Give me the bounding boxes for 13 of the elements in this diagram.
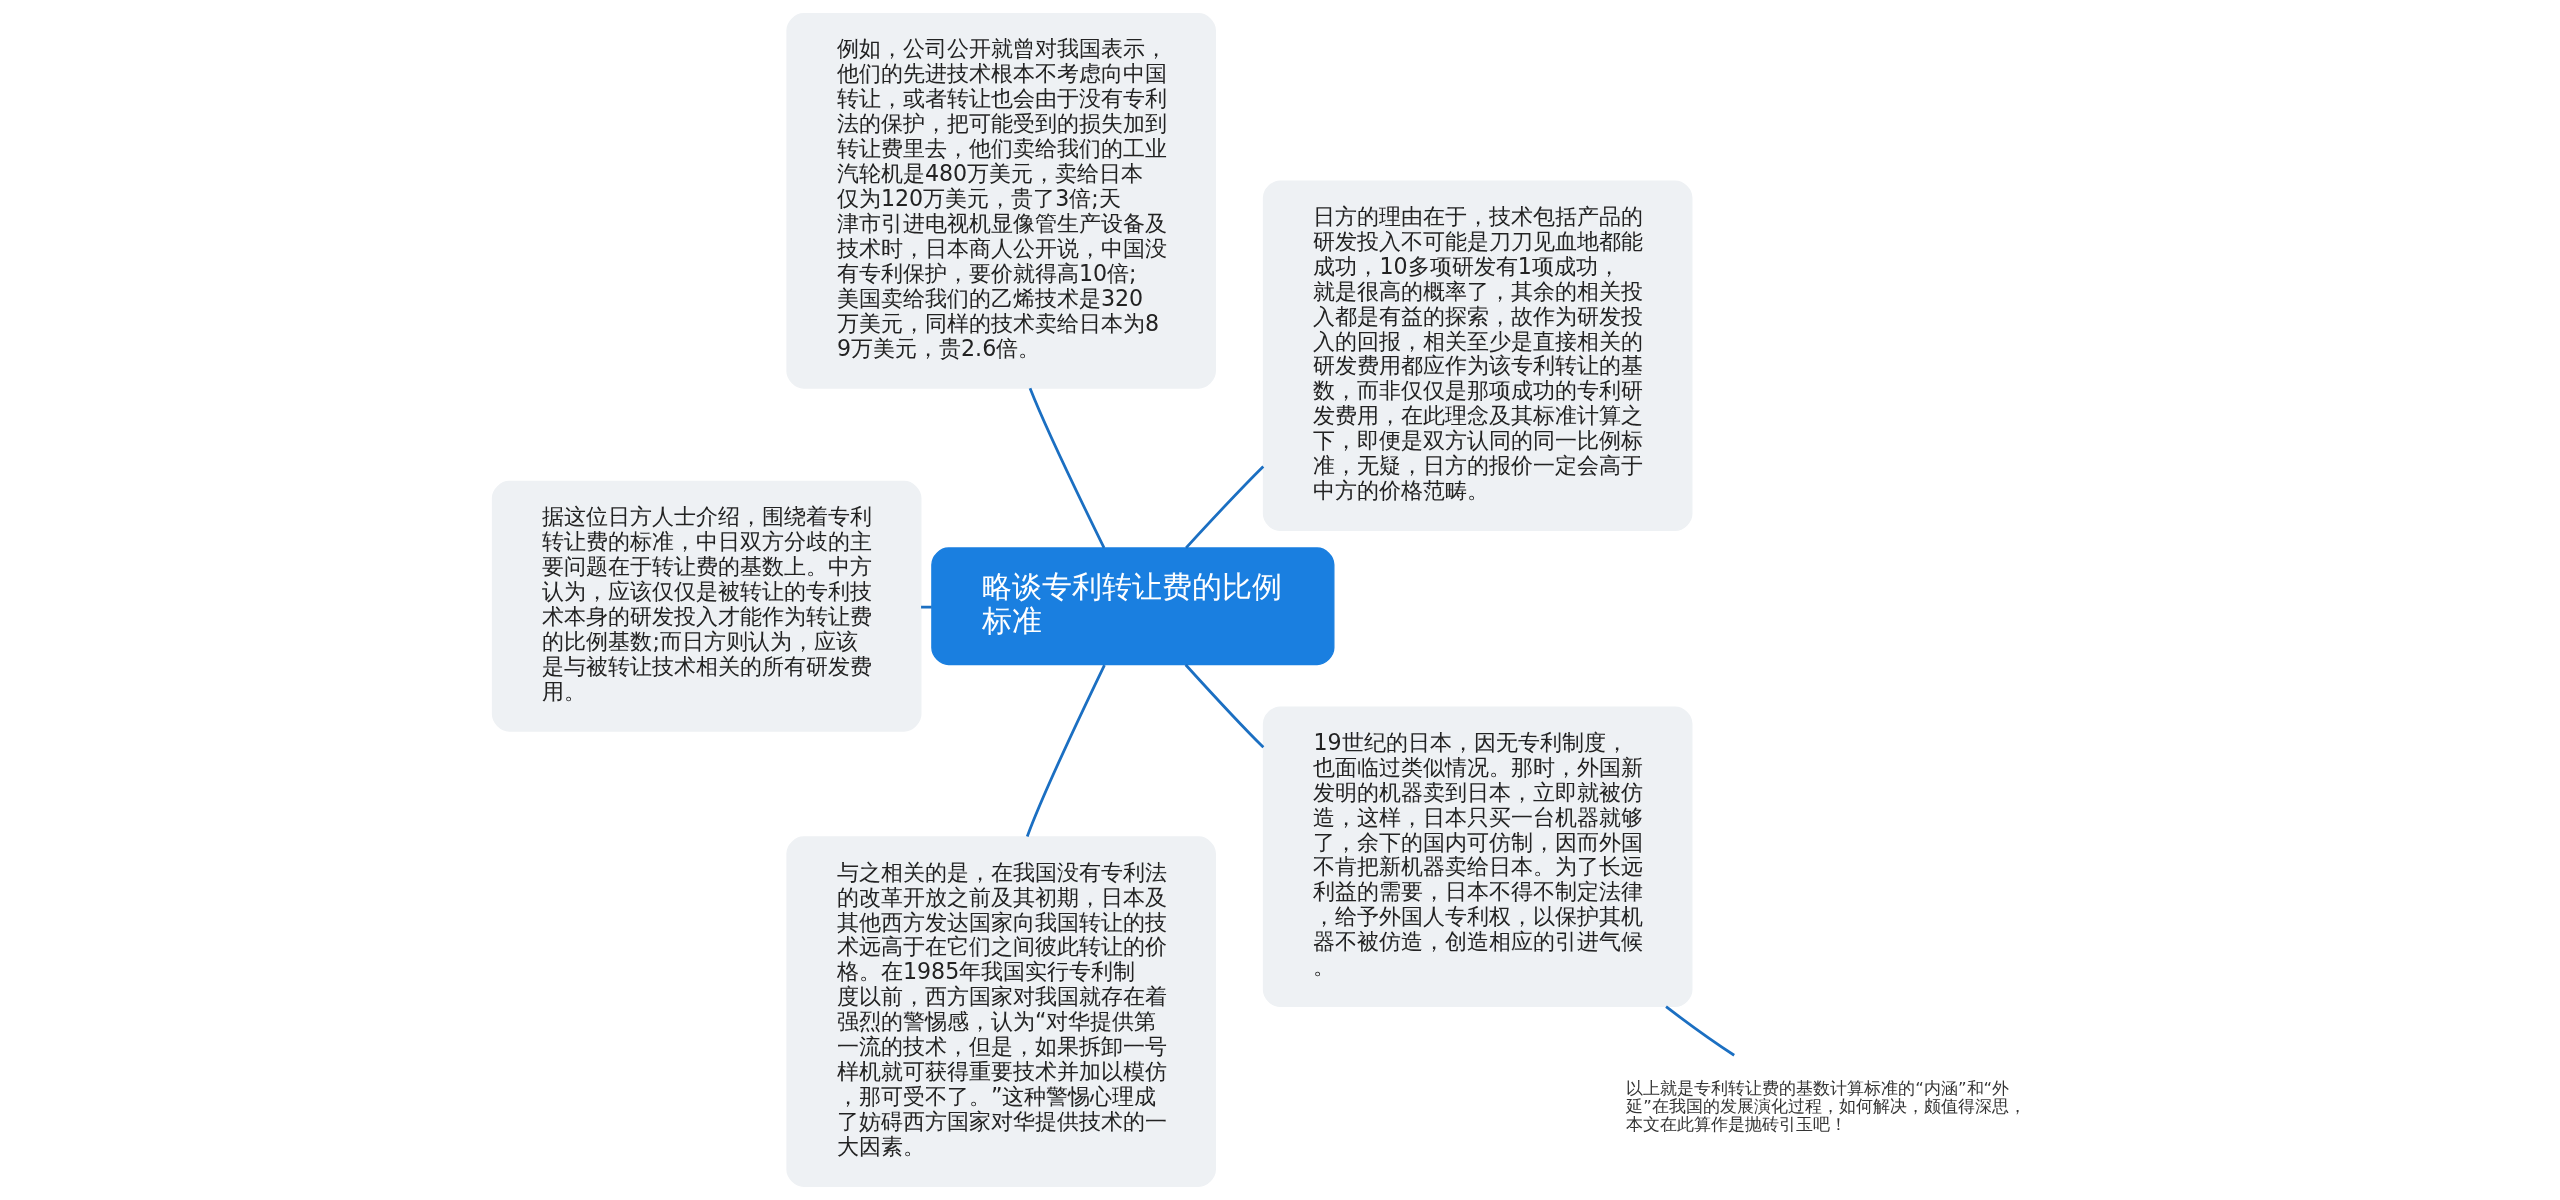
node-text: 以上就是专利转让费的基数计算标准的“内涵”和“外延”在我国的发展演化过程，如何解决，颇值得深思，本文在此算作是抛砖引玉吧！	[1625, 1078, 2026, 1134]
node-box: 19世纪的日本，因无专利制度，也面临过类似情况。那时，外国新发明的机器卖到日本，立即就被仿造，这样，日本只买一台机器就够了，余下的国内可仿制，因而外国不肯把新机器卖给日本。为了长远利益的需要，日本不得不制定法律，给予外国人专利权，以保护其机器不被仿造，创造相应的引进气候。	[1262, 706, 1692, 1008]
connector	[1184, 465, 1264, 549]
node-box: 日方的理由在于，技术包括产品的研发投入不可能是刀刀见血地都能成功，10多项研发有1项成功，就是很高的概率了，其余的相关投入都是有益的探索，故作为研发投入的回报，相关至少是直接相关的研发费用都应作为该专利转让的基数，而非仅仅是那项成功的专利研发费用，在此理念及其标准计算之下，即便是双方认同的同一比例标准，无疑，日方的报价一定会高于中方的价格范畴。	[1262, 180, 1692, 532]
connector	[1664, 1005, 1735, 1057]
node-box: 与之相关的是，在我国没有专利法的改革开放之前及其初期，日本及其他西方发达国家向我国转让的技术远高于在它们之间彼此转让的价格。在1985年我国实行专利制度以前，西方国家对我国就存在着强烈的警惕感，认为“对华提供第一流的技术，但是，如果拆卸一号样机就可获得重要技术并加以模仿，那可受不了。”这种警惕心理成了妨碍西方国家对华提供技术的一大因素。	[785, 836, 1216, 1187]
connector	[1184, 663, 1264, 749]
node-box: 例如，公司公开就曾对我国表示，他们的先进技术根本不考虑向中国转让，或者转让也会由于没有专利法的保护，把可能受到的损失加到转让费里去，他们卖给我们的工业汽轮机是480万美元，卖给日本仅为120万美元，贵了3倍;天津市引进电视机显像管生产设备及技术时，日本商人公开说，中国没有专利保护，要价就得高10倍;美国卖给我们的乙烯技术是320万美元，同样的技术卖给日本为89万美元，贵2.6倍。	[785, 13, 1216, 389]
node-box: 据这位日方人士介绍，围绕着专利转让费的标准，中日双方分歧的主要问题在于转让费的基数上。中方认为，应该仅仅是被转让的专利技术本身的研发投入才能作为转让费的比例基数;而日方则认为，应该是与被转让技术相关的所有研发费用。	[491, 480, 921, 732]
connector	[1028, 387, 1105, 549]
node-box: 略谈专利转让费的比例标准	[930, 547, 1334, 666]
connector	[920, 605, 932, 609]
connector	[1025, 664, 1106, 837]
